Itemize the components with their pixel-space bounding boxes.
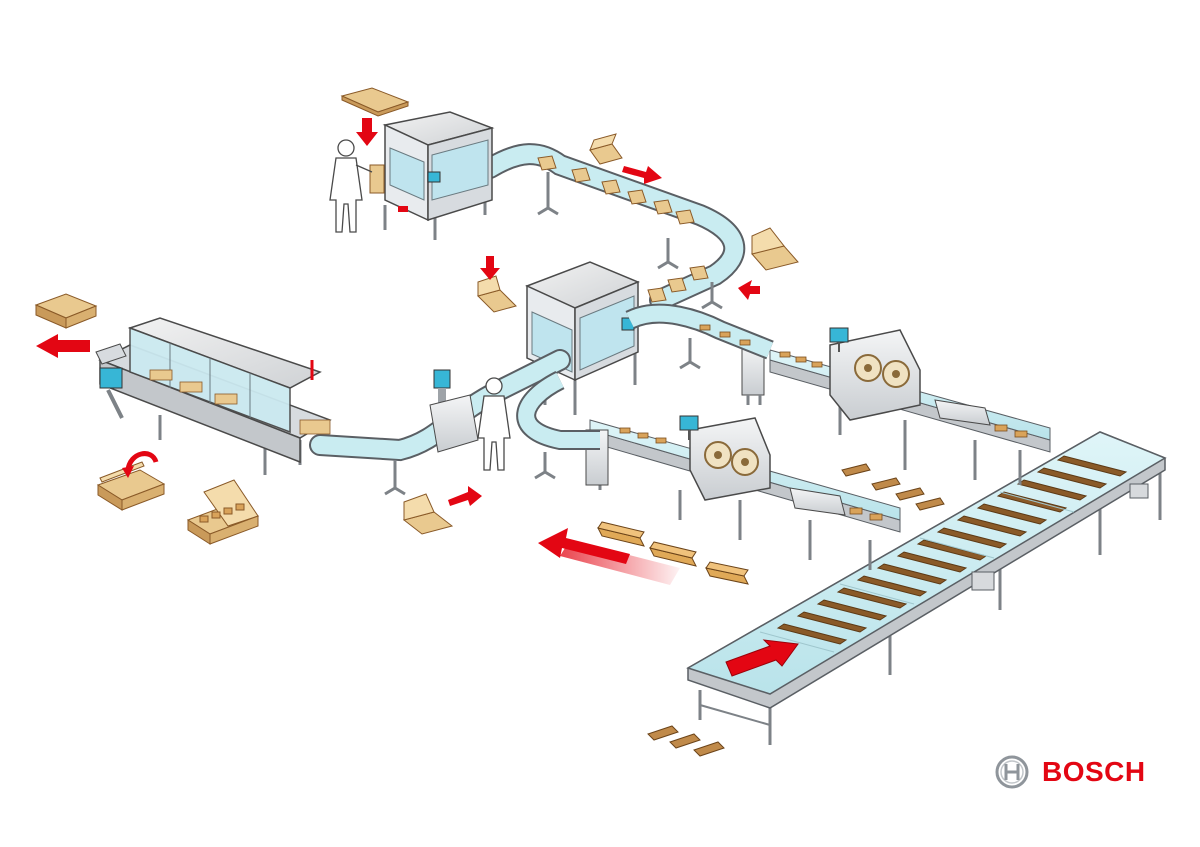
carton-feed-arrow-top xyxy=(356,118,378,146)
carton-feed-arrow-right xyxy=(738,280,760,300)
case-rotate-arrowhead xyxy=(122,466,134,478)
carton-feed-arrow-lower xyxy=(448,486,482,506)
bosch-armature-mark xyxy=(995,755,1029,789)
carton-flow-arrow-top xyxy=(622,166,662,184)
loose-products-bottom xyxy=(647,725,725,757)
carton-blank-lower-middle xyxy=(402,493,454,535)
product-flow-arrow xyxy=(538,521,749,585)
open-case-with-cartons xyxy=(186,479,260,545)
flow-wrapper-line-lower xyxy=(585,415,901,570)
carton-blank-top-right xyxy=(589,133,623,165)
carton-blank-middle xyxy=(477,275,517,313)
brand-logo-text: BOSCH xyxy=(1042,756,1146,787)
carton-erector-machine xyxy=(369,111,495,240)
output-case xyxy=(34,293,98,329)
operator-top xyxy=(329,139,373,233)
wrapped-products-scattered xyxy=(841,463,945,511)
carton-blank-right xyxy=(751,227,799,271)
control-terminal xyxy=(429,369,479,453)
case-packer-machine xyxy=(95,317,332,475)
infeed-direction-arrow xyxy=(725,639,799,677)
case-output-arrow xyxy=(36,334,90,358)
brand-logo: BOSCH xyxy=(1042,756,1146,788)
carton-feed-arrow-middle xyxy=(480,256,500,280)
flow-wrapper-line-upper xyxy=(741,327,1051,485)
case-rotate-arrow xyxy=(125,451,159,471)
carton-blanks-stack-top xyxy=(340,87,410,117)
infeed-conveyor xyxy=(686,431,1167,745)
overhead-transfer-conveyor xyxy=(479,143,746,311)
operator-middle xyxy=(477,377,511,471)
